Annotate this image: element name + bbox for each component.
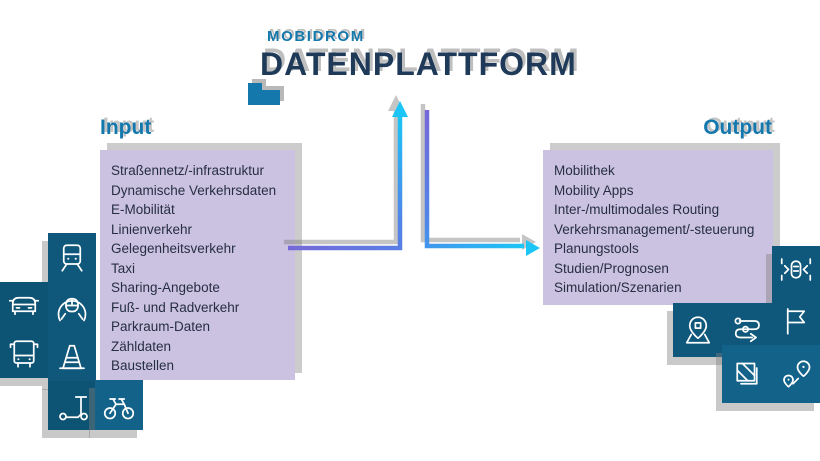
platform-to-output-arrow xyxy=(424,110,524,249)
arrowhead-up-icon xyxy=(392,101,408,117)
list-item: Sharing-Angebote xyxy=(111,280,220,295)
list-item: Zähldaten xyxy=(111,338,172,354)
page-title: DATENPLATTFORM xyxy=(260,46,577,82)
transport-tile-rail xyxy=(48,233,96,382)
traffic-cone-icon xyxy=(53,338,91,376)
flag-icon xyxy=(777,302,815,340)
list-item: Mobility Apps xyxy=(554,182,634,198)
list-item: Simulation/Szenarien xyxy=(554,280,682,295)
list-item: Fuß- und Radverkehr xyxy=(111,299,240,315)
route-slider-icon xyxy=(728,311,766,349)
list-item: Planungstools xyxy=(554,241,639,256)
brand-wordmark: MOBIDROM xyxy=(267,28,365,45)
output-label: Output xyxy=(703,116,772,139)
server-block-icon xyxy=(248,83,280,105)
list-item: Dynamische Verkehrsdaten xyxy=(111,182,277,198)
scooter-icon xyxy=(53,387,91,425)
list-item: Taxi xyxy=(111,260,136,276)
data-exchange-icon xyxy=(777,252,815,290)
route-pins-icon xyxy=(777,355,815,393)
list-item: Parkraum-Daten xyxy=(111,319,211,334)
list-item: Inter-/multimodales Routing xyxy=(554,202,720,217)
list-item: Mobilithek xyxy=(554,163,615,178)
bicycle-icon xyxy=(100,386,138,424)
input-label: Input xyxy=(100,116,152,139)
transport-tile-road xyxy=(0,282,48,378)
bus-icon xyxy=(5,335,43,373)
service-tile-map-pins xyxy=(722,345,820,403)
list-item: Studien/Prognosen xyxy=(554,260,669,276)
arrowhead-right-icon xyxy=(526,240,540,256)
list-item: Linienverkehr xyxy=(111,221,193,237)
list-item: Baustellen xyxy=(111,358,175,373)
list-item: Straßennetz/-infrastruktur xyxy=(111,163,265,178)
input-to-platform-arrow xyxy=(288,114,403,251)
metro-tunnel-icon xyxy=(53,288,91,326)
service-tile-data-flag xyxy=(772,246,820,346)
list-item: Verkehrsmanagement/-steuerung xyxy=(554,221,755,237)
car-icon xyxy=(5,287,43,325)
list-item: Gelegenheitsverkehr xyxy=(111,241,236,256)
transport-tile-bike xyxy=(95,380,143,430)
map-layers-icon xyxy=(728,355,766,393)
transport-tile-scooter xyxy=(48,381,96,430)
train-icon xyxy=(53,239,91,277)
map-pin-icon xyxy=(679,311,717,349)
list-item: E-Mobilität xyxy=(111,202,175,217)
